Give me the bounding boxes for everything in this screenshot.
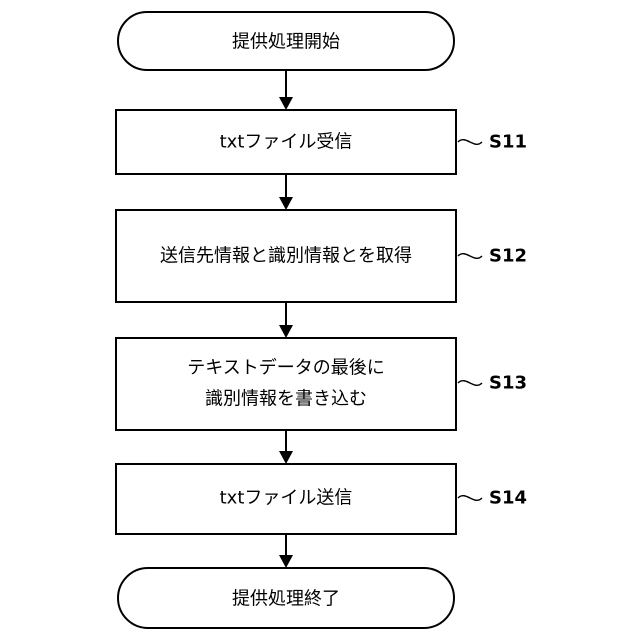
connector-s11-s12 bbox=[279, 174, 293, 210]
step-callout-s14: S14 bbox=[458, 488, 527, 509]
connector-start-s11 bbox=[279, 70, 293, 110]
process-s13-line-2: 識別情報を書き込む bbox=[205, 389, 367, 410]
process-s13-line-1: テキストデータの最後に bbox=[187, 358, 384, 379]
process-box-s14: txtファイル送信 bbox=[116, 464, 456, 534]
start-label: 提供処理開始 bbox=[232, 32, 340, 53]
end-label: 提供処理終了 bbox=[232, 589, 340, 610]
process-s12-line-1: 送信先情報と識別情報とを取得 bbox=[160, 246, 412, 267]
process-s14-line-1: txtファイル送信 bbox=[220, 488, 353, 509]
step-label-s13: S13 bbox=[489, 373, 527, 394]
connector-s14-end bbox=[279, 534, 293, 568]
end-terminator: 提供処理終了 bbox=[118, 568, 454, 628]
step-label-s12: S12 bbox=[489, 246, 527, 267]
connector-s12-s13 bbox=[279, 302, 293, 338]
connector-s13-s14 bbox=[279, 430, 293, 464]
step-callout-s11: S11 bbox=[458, 132, 527, 153]
step-callout-s12: S12 bbox=[458, 246, 527, 267]
step-label-s11: S11 bbox=[489, 132, 527, 153]
process-s11-line-1: txtファイル受信 bbox=[220, 132, 353, 153]
step-label-s14: S14 bbox=[489, 488, 527, 509]
step-callout-s13: S13 bbox=[458, 373, 527, 394]
start-terminator: 提供処理開始 bbox=[118, 12, 454, 70]
process-box-s12: 送信先情報と識別情報とを取得 bbox=[116, 210, 456, 302]
process-box-s13: テキストデータの最後に 識別情報を書き込む bbox=[116, 338, 456, 430]
process-box-s11: txtファイル受信 bbox=[116, 110, 456, 174]
